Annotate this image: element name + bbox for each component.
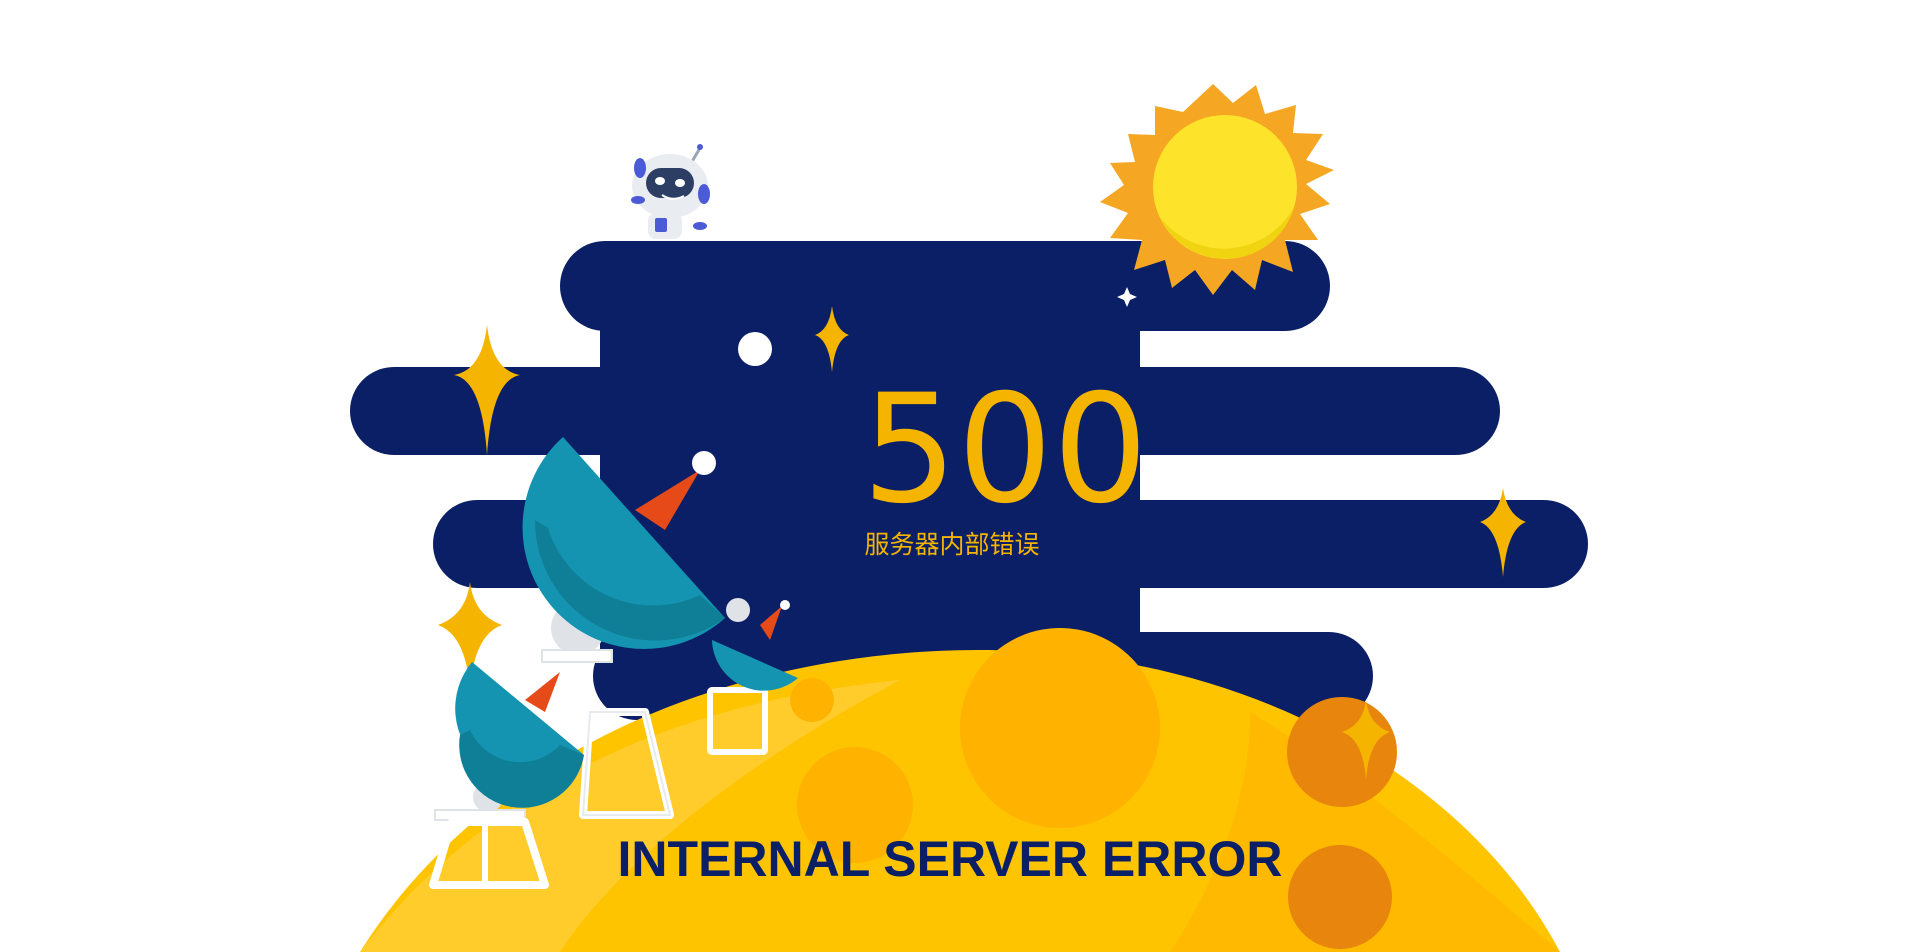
error-code: 500 — [862, 363, 1148, 537]
sparkle-icon — [815, 306, 849, 372]
error-title: INTERNAL SERVER ERROR — [618, 831, 1283, 887]
sparkle-icon — [1480, 488, 1526, 577]
star-icon — [1117, 287, 1137, 307]
sun-icon — [1100, 84, 1334, 295]
sparkle-icon — [454, 325, 520, 455]
robot-icon — [631, 144, 710, 239]
sparkle-icons — [438, 306, 1526, 780]
sparkle-icon — [1342, 700, 1390, 780]
satellite-dish-icon — [429, 437, 798, 889]
error-subtitle: 服务器内部错误 — [864, 530, 1039, 559]
sparkle-icon — [438, 582, 502, 690]
